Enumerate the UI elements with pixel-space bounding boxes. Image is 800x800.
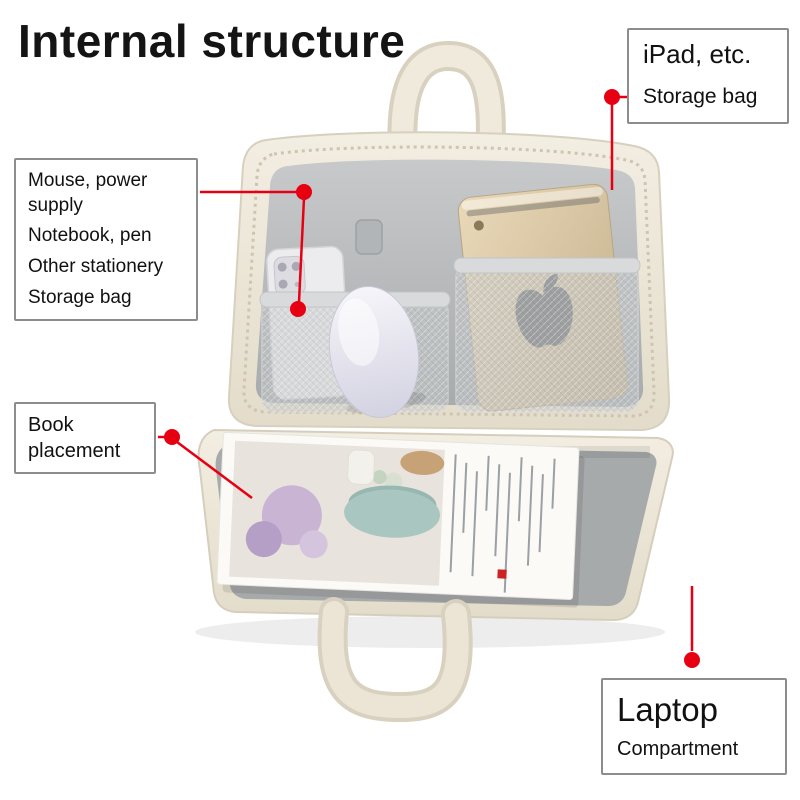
callout-laptop-title: Laptop	[617, 691, 718, 728]
magazine	[216, 431, 585, 608]
connector-accessories	[200, 184, 312, 317]
callout-ipad-storage: iPad, etc. Storage bag	[627, 28, 789, 125]
magazine-text-lines	[449, 454, 556, 593]
page-title: Internal structure	[18, 15, 406, 67]
bottom-handle	[317, 597, 473, 723]
callout-accessories-item: Other stationery	[28, 256, 164, 278]
callout-laptop-compartment: Laptop Compartment	[601, 678, 787, 776]
callout-ipad-title: iPad, etc.	[643, 39, 752, 69]
callout-laptop-subtitle: Compartment	[617, 738, 739, 761]
callout-accessories-item: Notebook, pen	[28, 225, 152, 247]
callout-book-title: Book placement	[28, 414, 121, 462]
connector-ipad	[604, 89, 627, 190]
callout-book-placement: Book placement	[14, 402, 156, 474]
connector-book	[158, 429, 253, 500]
callout-accessories-storage: Mouse, power supply Notebook, pen Other …	[14, 158, 198, 322]
callout-accessories-item: Storage bag	[28, 286, 132, 308]
zipper-trim	[242, 145, 656, 418]
bag-shadow	[195, 616, 665, 648]
hang-tab	[355, 219, 383, 255]
callout-ipad-subtitle: Storage bag	[643, 84, 758, 108]
connector-laptop	[684, 586, 700, 668]
top-handle	[387, 40, 506, 180]
mesh-pocket-right	[453, 257, 641, 413]
callout-accessories-item: Mouse, power supply	[28, 170, 148, 216]
annotation-connectors	[158, 89, 700, 668]
mouse	[328, 285, 426, 419]
